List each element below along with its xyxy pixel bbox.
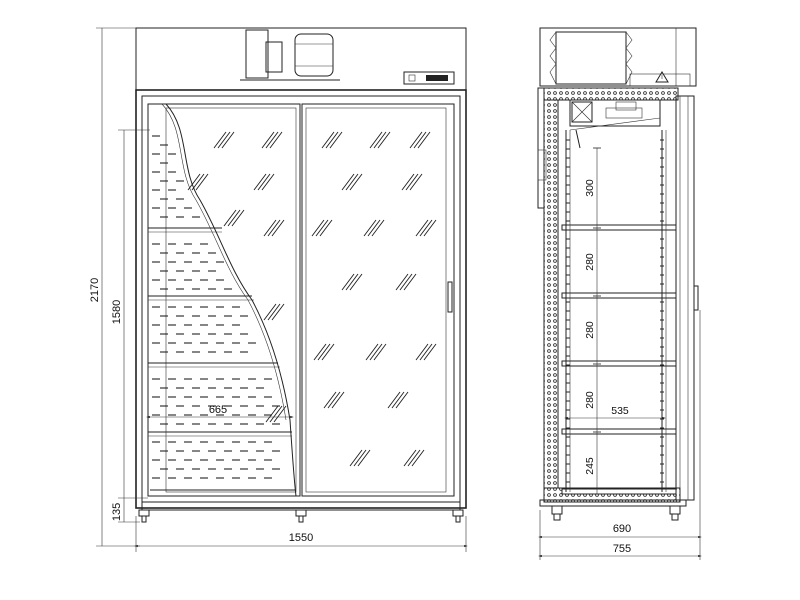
warning-triangle-icon	[655, 71, 669, 83]
glass-reflection-mark	[265, 405, 287, 423]
glass-reflection-mark	[349, 449, 371, 467]
glass-reflection-mark	[253, 173, 275, 191]
glass-reflection-mark	[365, 343, 387, 361]
side-feet	[551, 505, 681, 521]
dim-shelf-width-label: 665	[209, 404, 227, 416]
evaporator-unit	[569, 99, 661, 149]
glass-reflection-mark	[263, 219, 285, 237]
glass-reflection-mark	[403, 449, 425, 467]
dim-body-depth: 690	[538, 310, 702, 560]
glass-reflection-mark	[409, 131, 431, 149]
dim-inner-depth-label: 535	[611, 405, 629, 417]
glass-reflection-mark	[323, 391, 345, 409]
side-shelf	[561, 428, 677, 435]
shelf-perforations	[152, 135, 280, 479]
machine-compartment	[135, 27, 467, 91]
side-door	[675, 95, 699, 501]
dim-shelf-width: 665	[146, 404, 294, 419]
shelf-spacing-5: 245	[584, 457, 596, 475]
glass-reflection-mark	[387, 391, 409, 409]
glass-reflection-mark	[395, 273, 417, 291]
shelf-spacing-dimensions: 300 280 280 280 245	[584, 179, 596, 475]
dim-door-height: 1580	[111, 129, 150, 498]
glass-reflection-mark	[263, 303, 285, 321]
right-door	[301, 103, 455, 497]
shelf-spacing-4: 280	[584, 391, 596, 409]
shelf-spacing-1: 300	[584, 179, 596, 197]
glass-reflection-mark	[313, 343, 335, 361]
dim-total-width: 1550	[134, 516, 468, 552]
dim-total-depth: 755	[538, 543, 702, 558]
side-shelves	[561, 139, 677, 495]
glass-reflection-mark	[223, 209, 245, 227]
glass-reflection-mark	[415, 343, 437, 361]
dim-total-width-label: 1550	[289, 532, 313, 544]
glass-reflection-mark	[401, 173, 423, 191]
dim-body-depth-label: 690	[613, 523, 631, 535]
front-view: 2170 1580 135 665 1550	[89, 27, 468, 552]
side-shelf	[561, 292, 677, 299]
glass-reflection-mark	[321, 131, 343, 149]
glass-reflection-mark	[415, 219, 437, 237]
glass-reflections	[187, 131, 437, 467]
glass-reflection-mark	[187, 173, 209, 191]
dim-base-height: 135	[111, 497, 148, 523]
door-handle	[447, 281, 453, 313]
side-machine-compartment	[539, 27, 697, 87]
side-shelf	[561, 360, 677, 367]
dim-base-height-label: 135	[111, 503, 123, 521]
glass-reflection-mark	[341, 173, 363, 191]
controller-display-icon	[403, 71, 455, 85]
dim-total-height-label: 2170	[89, 278, 101, 302]
compressor-icon	[240, 29, 340, 81]
dim-total-height: 2170	[89, 27, 140, 547]
dim-total-depth-label: 755	[613, 543, 631, 555]
dim-inner-depth: 535	[564, 405, 666, 420]
glass-reflection-mark	[311, 219, 333, 237]
front-shelves	[148, 227, 296, 491]
glass-reflection-mark	[363, 219, 385, 237]
glass-reflection-mark	[341, 273, 363, 291]
cutaway-curve	[165, 103, 297, 497]
dim-door-height-label: 1580	[111, 300, 123, 324]
glass-reflection-mark	[261, 131, 283, 149]
side-view: 300 280 280 280 245 535 690	[537, 27, 702, 560]
glass-reflection-mark	[213, 131, 235, 149]
shelf-spacing-3: 280	[584, 321, 596, 339]
shelf-spacing-2: 280	[584, 253, 596, 271]
side-shelf	[561, 224, 677, 231]
front-feet	[138, 509, 464, 523]
cabinet-body	[135, 89, 467, 509]
glass-reflection-mark	[369, 131, 391, 149]
side-shelf	[561, 488, 677, 495]
